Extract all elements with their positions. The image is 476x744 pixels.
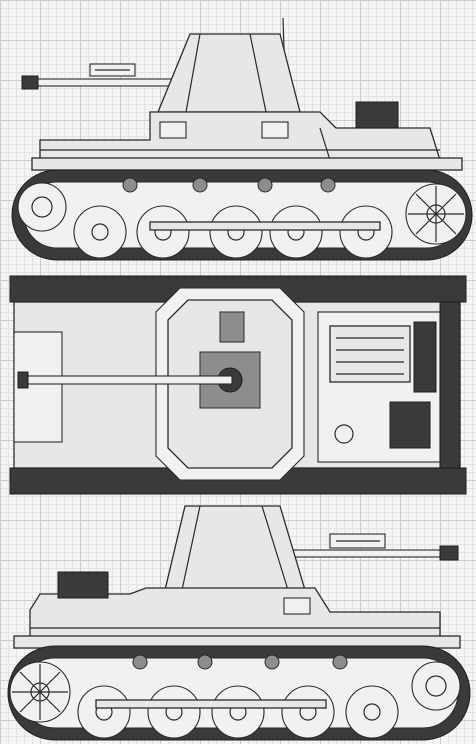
road-wheels bbox=[73, 205, 393, 259]
engine-grille bbox=[329, 325, 411, 383]
side-view-left bbox=[11, 17, 473, 261]
gun-mount bbox=[17, 311, 261, 409]
gun-barrel-right bbox=[279, 533, 459, 561]
side-view-right bbox=[7, 505, 471, 741]
fender bbox=[31, 157, 463, 171]
rear-plate bbox=[439, 301, 461, 469]
gun-shield bbox=[157, 33, 301, 113]
drive-sprocket bbox=[405, 183, 467, 245]
suspension-beam bbox=[149, 221, 381, 231]
road-wheels-right bbox=[77, 685, 399, 739]
suspension-beam-right bbox=[95, 699, 327, 709]
stowage-box bbox=[355, 101, 399, 129]
drive-sprocket-right-view bbox=[9, 661, 71, 723]
rear-hatch bbox=[389, 401, 431, 449]
idler-wheel bbox=[17, 182, 67, 232]
exhaust-cover bbox=[413, 321, 437, 393]
return-rollers bbox=[122, 177, 336, 193]
gun-barrel bbox=[21, 63, 191, 90]
return-rollers-right bbox=[132, 654, 348, 670]
superstructure-right bbox=[29, 587, 441, 641]
idler-wheel-right-view bbox=[411, 661, 461, 711]
stowage-box-right bbox=[57, 571, 109, 599]
fuel-cap bbox=[334, 424, 354, 444]
top-view bbox=[9, 275, 467, 495]
